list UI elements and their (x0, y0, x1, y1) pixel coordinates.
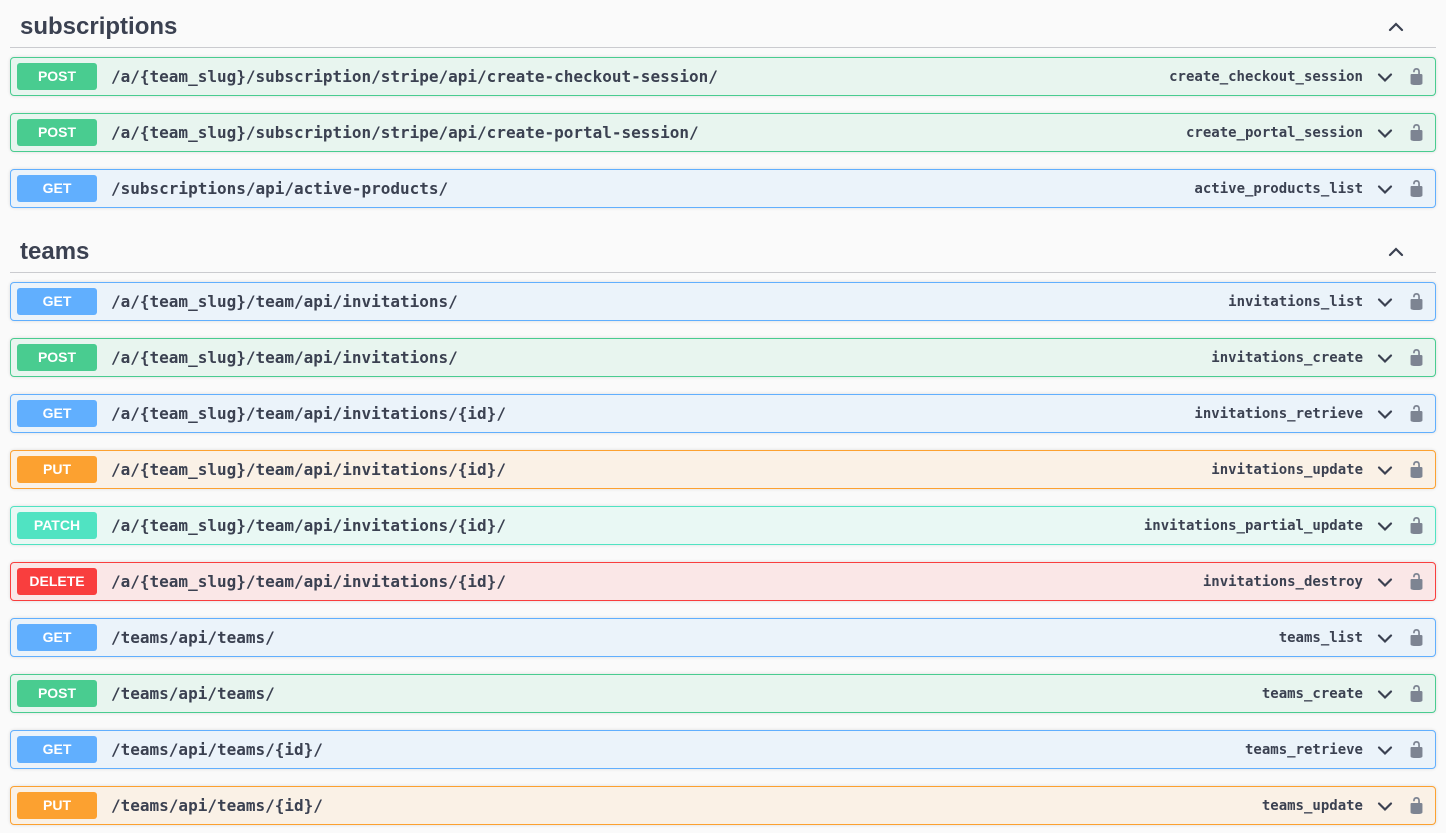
operation-id: invitations_retrieve (1194, 406, 1363, 422)
operation-id: invitations_create (1211, 350, 1363, 366)
chevron-down-icon[interactable] (1375, 796, 1395, 816)
operation-path: /subscriptions/api/active-products/ (111, 179, 448, 198)
chevron-down-icon[interactable] (1375, 348, 1395, 368)
operation-row[interactable]: GET /subscriptions/api/active-products/ … (10, 169, 1436, 208)
operation-row[interactable]: POST /a/{team_slug}/subscription/stripe/… (10, 113, 1436, 152)
operation-path: /a/{team_slug}/team/api/invitations/{id}… (111, 516, 506, 535)
operation-row[interactable]: GET /a/{team_slug}/team/api/invitations/… (10, 282, 1436, 321)
operation-id: invitations_list (1228, 294, 1363, 310)
operation-id: active_products_list (1194, 181, 1363, 197)
unlocked-padlock-icon[interactable] (1408, 796, 1425, 815)
operation-path: /teams/api/teams/{id}/ (111, 740, 323, 759)
method-badge: GET (17, 736, 97, 763)
unlocked-padlock-icon[interactable] (1408, 460, 1425, 479)
unlocked-padlock-icon[interactable] (1408, 516, 1425, 535)
unlocked-padlock-icon[interactable] (1408, 404, 1425, 423)
chevron-down-icon[interactable] (1375, 67, 1395, 87)
operation-path: /teams/api/teams/ (111, 684, 275, 703)
operation-path: /teams/api/teams/ (111, 628, 275, 647)
unlocked-padlock-icon[interactable] (1408, 740, 1425, 759)
tag-section: subscriptions POST /a/{team_slug}/subscr… (10, 0, 1436, 208)
method-badge: GET (17, 175, 97, 202)
operation-id: teams_create (1262, 686, 1363, 702)
operation-id: teams_update (1262, 798, 1363, 814)
unlocked-padlock-icon[interactable] (1408, 348, 1425, 367)
operation-path: /a/{team_slug}/subscription/stripe/api/c… (111, 67, 718, 86)
operation-id: create_portal_session (1186, 125, 1363, 141)
operation-path: /a/{team_slug}/team/api/invitations/{id}… (111, 572, 506, 591)
operation-row[interactable]: GET /teams/api/teams/{id}/ teams_retriev… (10, 730, 1436, 769)
chevron-up-icon[interactable] (1386, 242, 1406, 262)
unlocked-padlock-icon[interactable] (1408, 684, 1425, 703)
chevron-down-icon[interactable] (1375, 179, 1395, 199)
method-badge: POST (17, 119, 97, 146)
method-badge: GET (17, 400, 97, 427)
operation-id: teams_list (1279, 630, 1363, 646)
method-badge: GET (17, 288, 97, 315)
operation-id: invitations_partial_update (1144, 518, 1363, 534)
tag-header[interactable]: teams (10, 225, 1436, 273)
unlocked-padlock-icon[interactable] (1408, 628, 1425, 647)
chevron-down-icon[interactable] (1375, 628, 1395, 648)
operation-id: invitations_update (1211, 462, 1363, 478)
operation-row[interactable]: POST /a/{team_slug}/team/api/invitations… (10, 338, 1436, 377)
operation-path: /teams/api/teams/{id}/ (111, 796, 323, 815)
operations-list: GET /a/{team_slug}/team/api/invitations/… (10, 273, 1436, 825)
operation-row[interactable]: POST /teams/api/teams/ teams_create (10, 674, 1436, 713)
chevron-down-icon[interactable] (1375, 460, 1395, 480)
chevron-down-icon[interactable] (1375, 404, 1395, 424)
operation-row[interactable]: PATCH /a/{team_slug}/team/api/invitation… (10, 506, 1436, 545)
unlocked-padlock-icon[interactable] (1408, 572, 1425, 591)
unlocked-padlock-icon[interactable] (1408, 123, 1425, 142)
operation-row[interactable]: PUT /a/{team_slug}/team/api/invitations/… (10, 450, 1436, 489)
operation-row[interactable]: PUT /teams/api/teams/{id}/ teams_update (10, 786, 1436, 825)
operation-path: /a/{team_slug}/team/api/invitations/ (111, 292, 458, 311)
operation-id: create_checkout_session (1169, 69, 1363, 85)
operation-row[interactable]: DELETE /a/{team_slug}/team/api/invitatio… (10, 562, 1436, 601)
chevron-down-icon[interactable] (1375, 292, 1395, 312)
method-badge: POST (17, 680, 97, 707)
tag-header[interactable]: subscriptions (10, 0, 1436, 48)
operation-row[interactable]: GET /teams/api/teams/ teams_list (10, 618, 1436, 657)
operation-path: /a/{team_slug}/team/api/invitations/ (111, 348, 458, 367)
method-badge: PATCH (17, 512, 97, 539)
tag-title: subscriptions (20, 9, 177, 45)
chevron-down-icon[interactable] (1375, 684, 1395, 704)
method-badge: POST (17, 63, 97, 90)
unlocked-padlock-icon[interactable] (1408, 292, 1425, 311)
chevron-down-icon[interactable] (1375, 123, 1395, 143)
operation-path: /a/{team_slug}/team/api/invitations/{id}… (111, 404, 506, 423)
tag-title: teams (20, 234, 89, 270)
tag-section: teams GET /a/{team_slug}/team/api/invita… (10, 225, 1436, 825)
operation-row[interactable]: POST /a/{team_slug}/subscription/stripe/… (10, 57, 1436, 96)
operation-path: /a/{team_slug}/team/api/invitations/{id}… (111, 460, 506, 479)
operations-list: POST /a/{team_slug}/subscription/stripe/… (10, 48, 1436, 208)
operation-path: /a/{team_slug}/subscription/stripe/api/c… (111, 123, 699, 142)
chevron-up-icon[interactable] (1386, 17, 1406, 37)
chevron-down-icon[interactable] (1375, 516, 1395, 536)
method-badge: PUT (17, 456, 97, 483)
method-badge: POST (17, 344, 97, 371)
method-badge: DELETE (17, 568, 97, 595)
operation-row[interactable]: GET /a/{team_slug}/team/api/invitations/… (10, 394, 1436, 433)
operation-id: teams_retrieve (1245, 742, 1363, 758)
chevron-down-icon[interactable] (1375, 572, 1395, 592)
unlocked-padlock-icon[interactable] (1408, 67, 1425, 86)
method-badge: PUT (17, 792, 97, 819)
tag-sections-container: subscriptions POST /a/{team_slug}/subscr… (10, 0, 1436, 825)
unlocked-padlock-icon[interactable] (1408, 179, 1425, 198)
method-badge: GET (17, 624, 97, 651)
operation-id: invitations_destroy (1203, 574, 1363, 590)
chevron-down-icon[interactable] (1375, 740, 1395, 760)
